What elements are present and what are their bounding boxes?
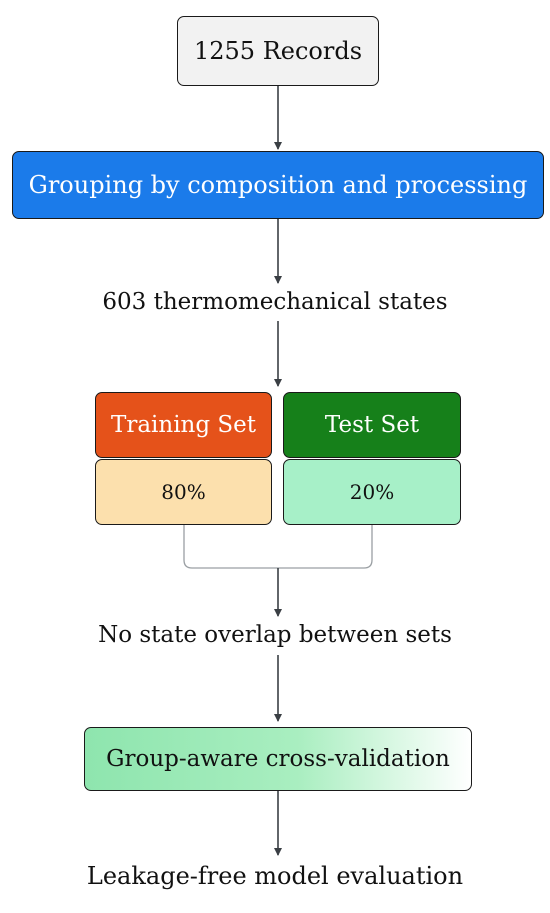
- test-pct-label: 20%: [349, 480, 395, 504]
- test-set-label: Test Set: [324, 412, 420, 438]
- test-set-header: Test Set: [283, 392, 461, 458]
- training-set-header: Training Set: [95, 392, 272, 458]
- cross-validation-node: Group-aware cross-validation: [84, 727, 472, 791]
- grouping-label: Grouping by composition and processing: [28, 171, 528, 199]
- overlap-label: No state overlap between sets: [98, 622, 452, 648]
- records-label: 1255 Records: [193, 37, 363, 65]
- training-pct-label: 80%: [161, 480, 206, 504]
- training-set-share: 80%: [95, 459, 272, 525]
- evaluation-label: Leakage-free model evaluation: [86, 862, 464, 890]
- training-set-label: Training Set: [110, 412, 257, 438]
- cross-validation-label: Group-aware cross-validation: [106, 746, 450, 772]
- grouping-node: Grouping by composition and processing: [12, 151, 544, 219]
- states-label: 603 thermomechanical states: [102, 289, 448, 315]
- merge-bracket: [183, 525, 373, 569]
- test-set-share: 20%: [283, 459, 461, 525]
- records-node: 1255 Records: [177, 16, 379, 86]
